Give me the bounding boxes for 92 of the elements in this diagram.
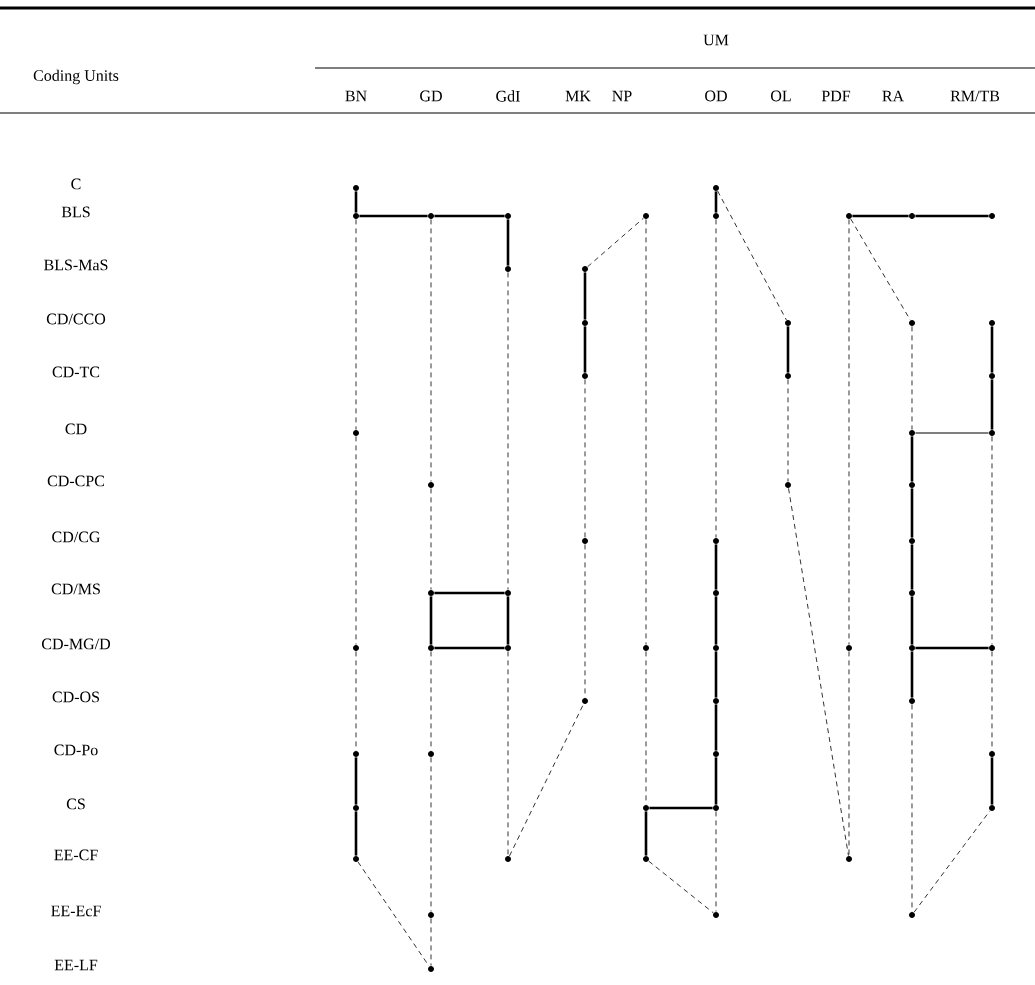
column-header: PDF	[821, 90, 851, 102]
connector-line	[507, 651, 509, 856]
connector-line	[910, 436, 914, 482]
connector-line	[910, 651, 914, 698]
connector-line	[430, 918, 432, 966]
row-label: CD	[65, 423, 87, 435]
connector-line	[645, 219, 647, 645]
connector-line	[714, 757, 718, 805]
row-label: CD/CG	[52, 531, 100, 543]
row-label: EE-LF	[54, 959, 98, 971]
column-header: RM/TB	[950, 90, 1000, 102]
connector-line	[850, 218, 911, 321]
row-label: CS	[66, 798, 85, 810]
connector-line	[430, 651, 432, 751]
row-label: CD-OS	[52, 691, 99, 703]
row-label: EE-CF	[54, 849, 98, 861]
connector-line	[715, 811, 717, 912]
row-label: CD-Po	[54, 744, 98, 756]
connector-line	[649, 806, 713, 810]
connector-line	[915, 214, 989, 218]
column-header: RA	[882, 90, 904, 102]
connector-line	[717, 190, 787, 321]
connector-line	[648, 860, 714, 914]
connector-line	[991, 651, 993, 751]
column-header: MK	[565, 90, 591, 102]
connector-line	[587, 217, 644, 268]
connector-line	[583, 272, 587, 320]
connector-line	[990, 326, 994, 373]
connector-line	[714, 596, 718, 645]
connector-line	[583, 326, 587, 373]
connector-line	[430, 488, 432, 590]
connector-line	[913, 810, 991, 913]
connector-line	[915, 646, 989, 650]
connector-line	[910, 544, 914, 590]
connector-line	[506, 596, 510, 645]
row-label: CD/MS	[51, 583, 100, 595]
column-header: BN	[345, 90, 367, 102]
connector-line	[714, 651, 718, 698]
connector-line	[714, 544, 718, 590]
column-header: UM	[703, 34, 729, 46]
connector-line	[506, 219, 510, 266]
row-label: BLS	[61, 206, 90, 218]
connector-line	[354, 811, 358, 856]
connector-line	[430, 757, 432, 912]
row-label: BLS-MaS	[44, 259, 108, 271]
connector-line	[429, 596, 433, 645]
connector-line	[848, 219, 850, 645]
row-label: C	[71, 178, 81, 190]
connector-line	[355, 651, 357, 751]
connector-line	[715, 219, 717, 538]
connector-line	[434, 646, 505, 650]
column-header: GdI	[496, 90, 520, 102]
connector-line	[990, 379, 994, 430]
connector-line	[714, 704, 718, 751]
connector-line	[910, 596, 914, 645]
row-label: CD-MG/D	[42, 638, 111, 650]
connector-line	[644, 811, 648, 856]
connector-line	[355, 436, 357, 645]
column-header: OD	[705, 90, 727, 102]
column-header: Coding Units	[33, 69, 119, 85]
connector-line	[507, 272, 509, 590]
connector-line	[788, 487, 849, 857]
connector-line	[645, 651, 647, 805]
connector-line	[354, 191, 358, 213]
connector-line	[787, 379, 789, 482]
connector-line	[786, 326, 790, 373]
connector-line	[434, 214, 505, 218]
connector-line	[852, 214, 909, 218]
connector-line	[911, 704, 913, 912]
connector-line	[359, 214, 428, 218]
row-label: EE-EcF	[51, 905, 101, 917]
connector-line	[848, 651, 850, 856]
connector-line	[434, 591, 505, 595]
connector-line	[910, 488, 914, 538]
connector-line	[584, 544, 586, 698]
connector-line	[357, 861, 430, 967]
connector-line	[355, 219, 357, 430]
row-label: CD-TC	[52, 366, 100, 378]
connector-line	[584, 379, 586, 538]
connector-line	[990, 757, 994, 805]
connector-line	[911, 326, 913, 430]
column-header: GD	[420, 90, 442, 102]
column-header: OL	[771, 90, 791, 102]
connector-line	[354, 757, 358, 805]
connector-line	[714, 191, 718, 213]
connector-line	[914, 432, 990, 434]
connector-line	[509, 703, 584, 857]
column-header: NP	[612, 90, 632, 102]
connector-line	[430, 219, 432, 482]
row-label: CD/CCO	[46, 313, 106, 325]
row-label: CD-CPC	[47, 475, 104, 487]
connector-line	[991, 436, 993, 645]
